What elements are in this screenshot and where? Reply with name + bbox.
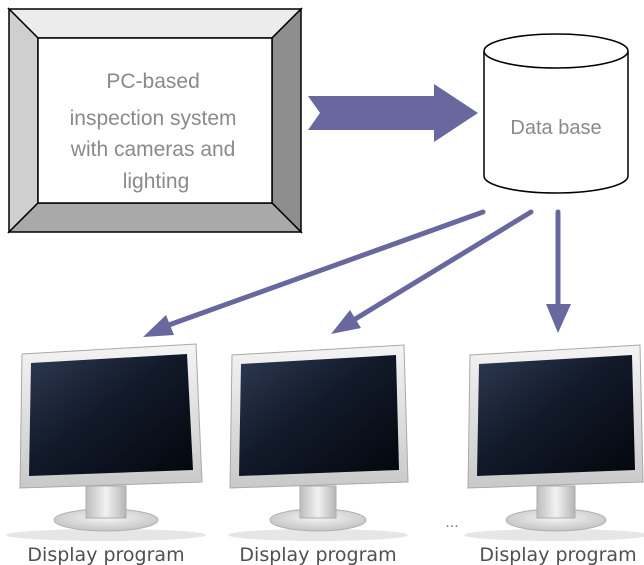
monitor-3: Display program [464,344,644,565]
bevel-right [271,7,302,234]
arrow-head-2 [331,310,361,334]
box-face [37,37,273,204]
monitor-label: Display program [479,544,636,565]
inspection-system-box: PC-based inspection system with cameras … [7,7,303,234]
monitor-1: Display program [6,343,206,565]
monitor-screen [29,354,193,476]
monitor-shadow [464,529,644,541]
monitor-screen [477,355,635,476]
monitor-neck [536,485,576,519]
monitor-neck [85,485,127,519]
inspection-system-label: PC-based inspection system with cameras … [70,70,243,193]
more-monitors-ellipsis: ... [445,515,458,531]
database-body [483,51,629,194]
database-top [483,33,629,69]
connector-arrows [143,209,571,337]
monitor-neck [299,485,337,519]
inspection-label-line-2: inspection system [70,107,237,130]
database-label: Data base [510,117,601,139]
inspection-label-line-4: lighting [123,170,190,193]
monitor-2: Display program [228,344,409,565]
monitor-shadow [6,529,206,541]
monitor-label: Display program [239,544,396,565]
inspection-label-line-3: with cameras and [70,138,236,161]
arrow-head-1 [143,315,174,337]
database-cylinder: Data base [483,33,629,194]
monitor-label: Display program [27,544,184,565]
arrow-line-2 [349,209,534,324]
block-arrow [308,84,478,142]
bevel-top [7,8,303,39]
inspection-label-line-1: PC-based [106,70,199,93]
arrow-head-3 [546,304,571,333]
bevel-bottom [7,202,303,233]
monitor-screen [239,355,399,476]
bevel-left [8,7,39,234]
monitor-shadow [228,529,408,541]
arrow-line-1 [163,209,486,329]
